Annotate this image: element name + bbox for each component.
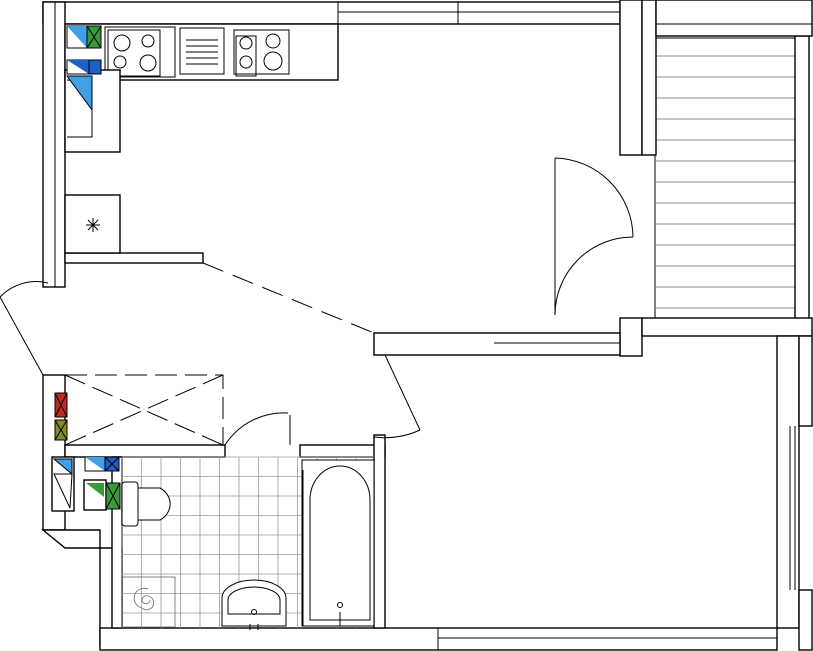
wall-living-right: [776, 335, 800, 629]
hall-utility-risers: [54, 392, 68, 441]
wall-bath-right: [373, 434, 386, 629]
wall-balcony-bottom: [619, 317, 643, 357]
kitchen-sink: [179, 27, 225, 75]
fridge-icon: [86, 218, 100, 232]
balcony: [654, 35, 810, 321]
wall-bath-top: [64, 444, 226, 458]
wall-balcony-top: [619, 0, 643, 156]
entrance-door: [0, 281, 49, 376]
balcony-slats: [655, 55, 795, 309]
balcony-door: [554, 157, 634, 316]
wall-kitchen-partition: [64, 252, 204, 264]
wall-top: [42, 1, 621, 25]
living-room-floor: [385, 355, 777, 628]
cooktop-right: [233, 29, 290, 77]
toilet: [121, 481, 171, 527]
bathroom-door: [224, 412, 291, 446]
bathtub: [301, 459, 375, 627]
wall-left-kitchen: [42, 1, 66, 288]
kitchen-utility-risers: [66, 25, 102, 112]
cooktop-left: [107, 29, 161, 77]
washbasin: [221, 579, 287, 630]
dashed-partition: [202, 262, 375, 334]
balcony-railing: [794, 35, 810, 321]
living-room-door: [373, 354, 421, 439]
bath-utility-risers: [51, 456, 121, 512]
wardrobe: [64, 374, 224, 446]
shower-drain-icon: [121, 576, 176, 628]
wall-living-top: [373, 332, 621, 356]
